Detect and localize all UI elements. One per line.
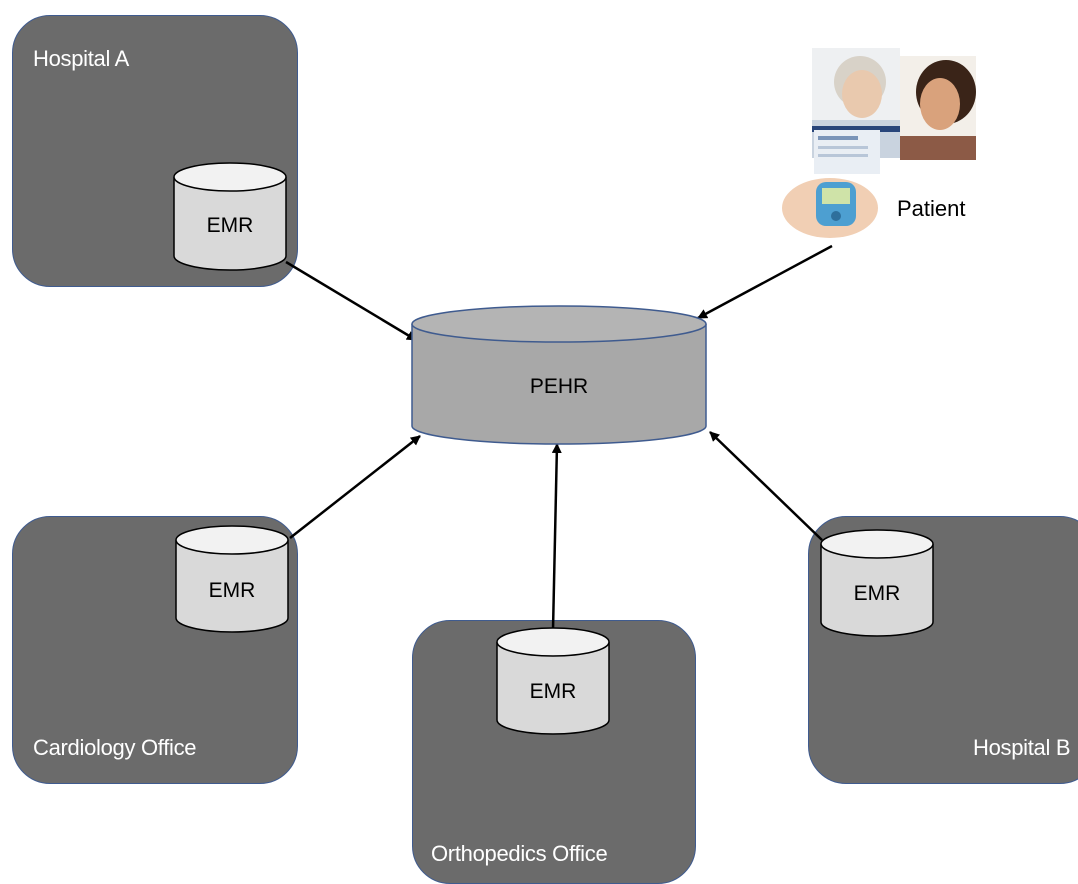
cardiology-office-label: Cardiology Office	[33, 735, 197, 760]
hospital-a-box: Hospital A	[12, 15, 298, 287]
hospital-a-label: Hospital A	[33, 46, 130, 71]
patient-label: Patient	[897, 196, 966, 221]
cardiology-office-box: Cardiology Office	[12, 516, 298, 784]
emr-label-hospital-b: EMR	[854, 582, 901, 605]
emr-label-hospital-a: EMR	[207, 214, 254, 237]
hospital-b-label: Hospital B	[973, 735, 1071, 760]
emr-database-cardiology: EMR	[175, 525, 289, 633]
caregiver-image	[900, 56, 976, 160]
emr-database-hospital-b: EMR	[820, 529, 934, 637]
arrow-cardiology-to-pehr	[289, 435, 421, 539]
arrow-orthopedics-to-pehr	[551, 443, 562, 631]
hospital-b-box: Hospital B	[808, 516, 1078, 784]
pehr-label: PEHR	[530, 375, 588, 398]
emr-label-cardiology: EMR	[209, 579, 256, 602]
arrow-hospital-a-to-pehr	[285, 260, 417, 342]
pehr-database: PEHR	[411, 305, 707, 445]
glucose-meter-photo	[780, 130, 880, 240]
caregiver-photo	[900, 56, 976, 160]
arrows	[285, 244, 833, 631]
glucose-meter-image	[782, 130, 880, 238]
emr-database-orthopedics: EMR	[496, 627, 610, 735]
emr-database-hospital-a: EMR	[173, 162, 287, 271]
arrow-hospital-b-to-pehr	[709, 431, 823, 541]
orthopedics-office-label: Orthopedics Office	[431, 841, 608, 866]
emr-label-orthopedics: EMR	[530, 680, 577, 703]
arrow-patient-to-pehr	[697, 244, 833, 320]
